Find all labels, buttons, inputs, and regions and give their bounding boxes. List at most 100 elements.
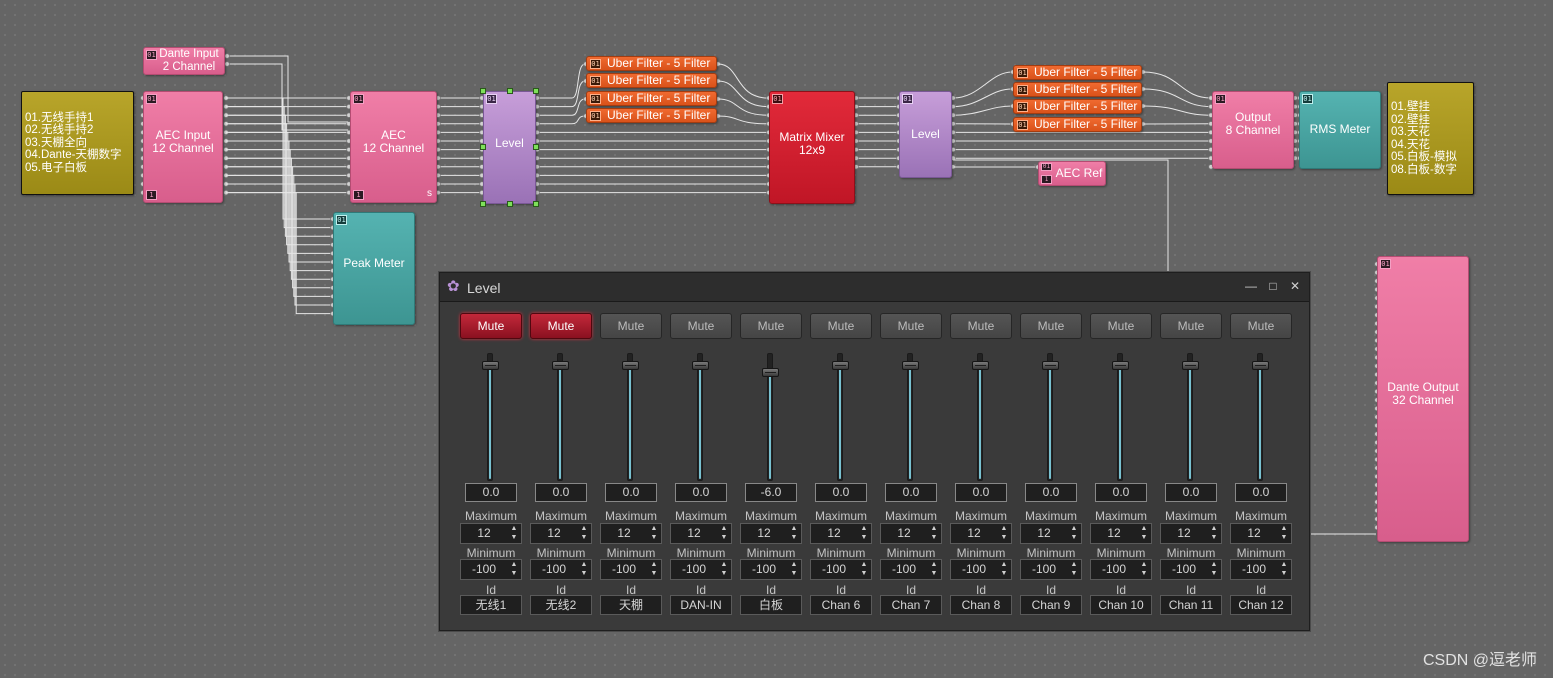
fader-track[interactable] <box>697 353 703 481</box>
mute-button[interactable]: Mute <box>600 313 662 339</box>
level-window[interactable]: ✿ Level — □ ✕ Mute 0.0 Maximum 12 ▲ ▼ Mi… <box>439 272 1310 631</box>
spin-up-icon[interactable]: ▲ <box>510 561 518 568</box>
spin-up-icon[interactable]: ▲ <box>650 525 658 532</box>
level-block[interactable]: 01 Level <box>480 88 539 207</box>
minimum-spinbox[interactable]: -100 ▲ ▼ <box>810 559 872 580</box>
uber-filter-block[interactable]: 01 Uber Filter - 5 Filter <box>586 108 717 123</box>
spin-down-icon[interactable]: ▼ <box>1210 570 1218 577</box>
minimize-button[interactable]: — <box>1245 279 1257 293</box>
level-window-titlebar[interactable]: ✿ Level — □ ✕ <box>440 273 1309 302</box>
peak-meter-block[interactable]: 01 Peak Meter <box>333 212 415 325</box>
maximum-spinbox[interactable]: 12 ▲ ▼ <box>670 523 732 544</box>
resize-handle[interactable] <box>533 144 539 150</box>
uber-filter-block[interactable]: 01 Uber Filter - 5 Filter <box>586 56 717 71</box>
minimum-spinbox[interactable]: -100 ▲ ▼ <box>460 559 522 580</box>
fader-track[interactable] <box>977 353 983 481</box>
level-value-field[interactable]: -6.0 <box>745 483 797 502</box>
spin-up-icon[interactable]: ▲ <box>930 525 938 532</box>
level-value-field[interactable]: 0.0 <box>815 483 867 502</box>
maximum-spinbox[interactable]: 12 ▲ ▼ <box>460 523 522 544</box>
fader-track[interactable] <box>627 353 633 481</box>
minimum-spinbox[interactable]: -100 ▲ ▼ <box>530 559 592 580</box>
fader-thumb[interactable] <box>1112 361 1129 371</box>
matrix-mixer-block[interactable]: 01 Matrix Mixer 12x9 <box>769 91 855 204</box>
fader-track[interactable] <box>907 353 913 481</box>
fader-thumb[interactable] <box>1252 361 1269 371</box>
fader-thumb[interactable] <box>902 361 919 371</box>
channel-id-field[interactable]: Chan 7 <box>880 595 942 615</box>
mute-button[interactable]: Mute <box>1230 313 1292 339</box>
spin-down-icon[interactable]: ▼ <box>930 534 938 541</box>
maximum-spinbox[interactable]: 12 ▲ ▼ <box>810 523 872 544</box>
aec-input-block[interactable]: 01 1 AEC Input 12 Channel <box>143 91 223 203</box>
dante-output-block[interactable]: 01 Dante Output 32 Channel <box>1377 256 1469 542</box>
resize-handle[interactable] <box>533 201 539 207</box>
maximum-spinbox[interactable]: 12 ▲ ▼ <box>1160 523 1222 544</box>
fader-thumb[interactable] <box>832 361 849 371</box>
resize-handle[interactable] <box>507 201 513 207</box>
maximum-spinbox[interactable]: 12 ▲ ▼ <box>740 523 802 544</box>
level-value-field[interactable]: 0.0 <box>535 483 587 502</box>
mute-button[interactable]: Mute <box>950 313 1012 339</box>
spin-down-icon[interactable]: ▼ <box>580 570 588 577</box>
minimum-spinbox[interactable]: -100 ▲ ▼ <box>950 559 1012 580</box>
spin-down-icon[interactable]: ▼ <box>720 534 728 541</box>
channel-id-field[interactable]: Chan 8 <box>950 595 1012 615</box>
channel-id-field[interactable]: Chan 10 <box>1090 595 1152 615</box>
uber-filter-block[interactable]: 01 Uber Filter - 5 Filter <box>1013 99 1142 114</box>
level-value-field[interactable]: 0.0 <box>1095 483 1147 502</box>
rms-meter-block[interactable]: 01 RMS Meter <box>1299 91 1381 169</box>
level-value-field[interactable]: 0.0 <box>465 483 517 502</box>
level-value-field[interactable]: 0.0 <box>1025 483 1077 502</box>
spin-up-icon[interactable]: ▲ <box>1140 561 1148 568</box>
maximum-spinbox[interactable]: 12 ▲ ▼ <box>600 523 662 544</box>
mute-button[interactable]: Mute <box>670 313 732 339</box>
fader-thumb[interactable] <box>1042 361 1059 371</box>
spin-down-icon[interactable]: ▼ <box>650 534 658 541</box>
dante-input-block[interactable]: 01 Dante Input 2 Channel <box>143 47 225 75</box>
channel-id-field[interactable]: 无线2 <box>530 595 592 615</box>
spin-down-icon[interactable]: ▼ <box>650 570 658 577</box>
fader-track[interactable] <box>557 353 563 481</box>
spin-up-icon[interactable]: ▲ <box>1000 525 1008 532</box>
minimum-spinbox[interactable]: -100 ▲ ▼ <box>1160 559 1222 580</box>
close-button[interactable]: ✕ <box>1289 279 1301 293</box>
spin-up-icon[interactable]: ▲ <box>1000 561 1008 568</box>
channel-id-field[interactable]: 白板 <box>740 595 802 615</box>
spin-down-icon[interactable]: ▼ <box>580 534 588 541</box>
mute-button[interactable]: Mute <box>810 313 872 339</box>
channel-id-field[interactable]: Chan 11 <box>1160 595 1222 615</box>
resize-handle[interactable] <box>480 88 486 94</box>
spin-up-icon[interactable]: ▲ <box>860 525 868 532</box>
minimum-spinbox[interactable]: -100 ▲ ▼ <box>1090 559 1152 580</box>
mute-button[interactable]: Mute <box>1160 313 1222 339</box>
mute-button[interactable]: Mute <box>530 313 592 339</box>
fader-track[interactable] <box>1047 353 1053 481</box>
channel-id-field[interactable]: 天棚 <box>600 595 662 615</box>
minimum-spinbox[interactable]: -100 ▲ ▼ <box>1230 559 1292 580</box>
output-block[interactable]: 01 Output 8 Channel <box>1212 91 1294 169</box>
channel-id-field[interactable]: DAN-IN <box>670 595 732 615</box>
fader-track[interactable] <box>1257 353 1263 481</box>
spin-down-icon[interactable]: ▼ <box>860 570 868 577</box>
fader-thumb[interactable] <box>1182 361 1199 371</box>
spin-up-icon[interactable]: ▲ <box>1140 525 1148 532</box>
resize-handle[interactable] <box>533 88 539 94</box>
mute-button[interactable]: Mute <box>1020 313 1082 339</box>
minimum-spinbox[interactable]: -100 ▲ ▼ <box>600 559 662 580</box>
maximum-spinbox[interactable]: 12 ▲ ▼ <box>530 523 592 544</box>
spin-down-icon[interactable]: ▼ <box>790 534 798 541</box>
fader-track[interactable] <box>767 353 773 481</box>
mute-button[interactable]: Mute <box>460 313 522 339</box>
level-value-field[interactable]: 0.0 <box>955 483 1007 502</box>
spin-down-icon[interactable]: ▼ <box>1000 570 1008 577</box>
spin-up-icon[interactable]: ▲ <box>1280 525 1288 532</box>
spin-up-icon[interactable]: ▲ <box>650 561 658 568</box>
minimum-spinbox[interactable]: -100 ▲ ▼ <box>670 559 732 580</box>
channel-id-field[interactable]: Chan 12 <box>1230 595 1292 615</box>
level-value-field[interactable]: 0.0 <box>1165 483 1217 502</box>
minimum-spinbox[interactable]: -100 ▲ ▼ <box>880 559 942 580</box>
spin-down-icon[interactable]: ▼ <box>510 570 518 577</box>
